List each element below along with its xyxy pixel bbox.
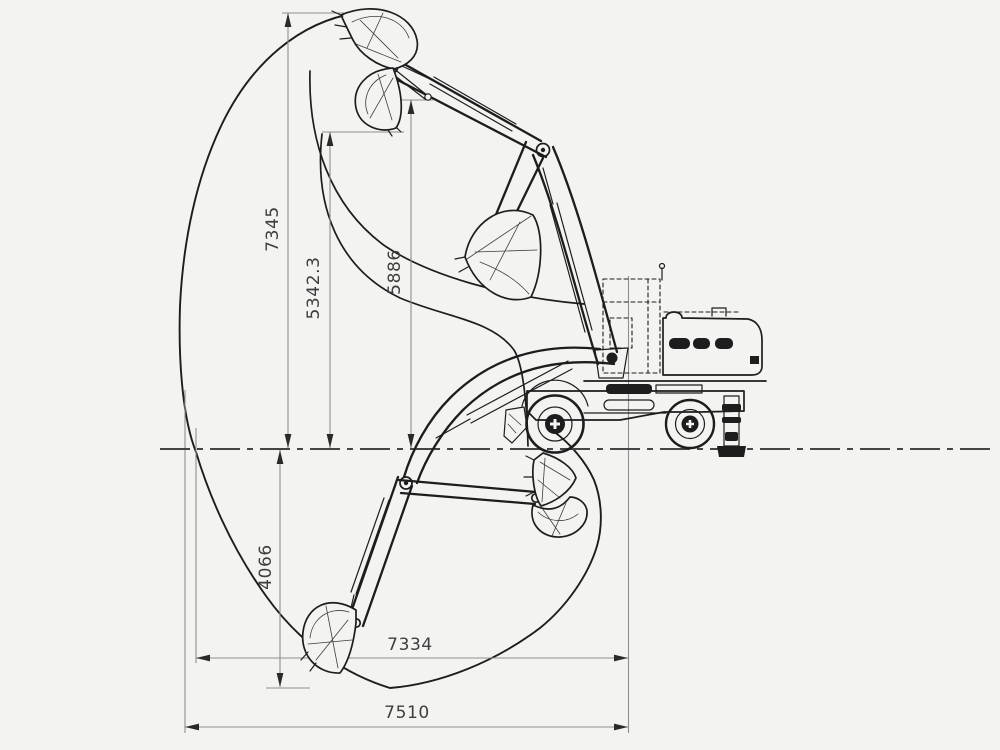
bucket-depth-upper: [523, 452, 577, 507]
vent-grille: [693, 338, 710, 349]
front-fender: [521, 379, 589, 407]
arm-max-depth-position: [300, 475, 414, 674]
arm-depth-mid-position: [397, 452, 588, 538]
boom-raised-position: [531, 142, 619, 366]
arrow-7334-right: [614, 654, 628, 662]
arrow-7345-bottom: [284, 434, 292, 448]
arrow-5342-top: [326, 132, 334, 146]
front-outrigger: [503, 406, 528, 444]
excavator: [300, 8, 767, 674]
vent-grille: [715, 338, 733, 349]
arrow-7334-left: [196, 654, 210, 662]
boom-cylinder: [435, 360, 573, 439]
service-hatch: [750, 356, 759, 364]
bucket-teeth: [454, 256, 469, 273]
arrow-5886-top: [407, 100, 415, 114]
front-wheel: [525, 394, 585, 454]
turntable: [606, 384, 703, 394]
engine-housing: [662, 307, 763, 376]
arrow-7345-top: [284, 13, 292, 27]
boom-cylinder: [542, 167, 593, 333]
vent-grille: [669, 338, 690, 349]
chassis-slot: [603, 399, 655, 411]
bucket-depth-lower: [531, 496, 588, 538]
dim-label-7345: 7345: [263, 206, 283, 252]
arrow-7510-left: [185, 723, 199, 731]
cab: [602, 262, 666, 374]
arrow-4066-bottom: [276, 673, 284, 687]
rear-outrigger: [717, 395, 746, 457]
arm-max-height-position: [331, 8, 548, 159]
arrow-4066-top: [276, 450, 284, 464]
upper-structure: [583, 262, 767, 394]
dim-label-7334: 7334: [387, 635, 433, 655]
bucket-max-depth: [300, 601, 357, 674]
arm-cylinder: [401, 65, 517, 132]
arrow-7510-right: [614, 723, 628, 731]
dimension-lines: 7345 5342.3 5886 4066 7334 7510: [184, 12, 630, 733]
bucket-mid: [454, 209, 542, 301]
outer-envelope-arc: [178, 12, 602, 689]
undercarriage: [503, 379, 746, 457]
dim-label-5886: 5886: [385, 249, 405, 295]
bucket-max-height: [331, 8, 419, 70]
dim-label-7510: 7510: [384, 703, 430, 723]
dim-label-5342: 5342.3: [304, 256, 324, 319]
chassis-frame: [526, 390, 745, 421]
bucket-teeth: [300, 651, 317, 672]
inner-envelope-arc-lower: [319, 133, 529, 447]
bucket-teeth: [331, 10, 352, 40]
dim-label-4066: 4066: [256, 544, 276, 590]
arm-mid-position: [454, 140, 545, 301]
arrow-5342-bottom: [326, 434, 334, 448]
rear-wheel: [664, 398, 716, 450]
arrow-5886-bottom: [407, 434, 415, 448]
bucket-teeth: [523, 455, 535, 497]
bucket-teeth: [387, 126, 402, 137]
bucket-curled: [354, 67, 403, 137]
